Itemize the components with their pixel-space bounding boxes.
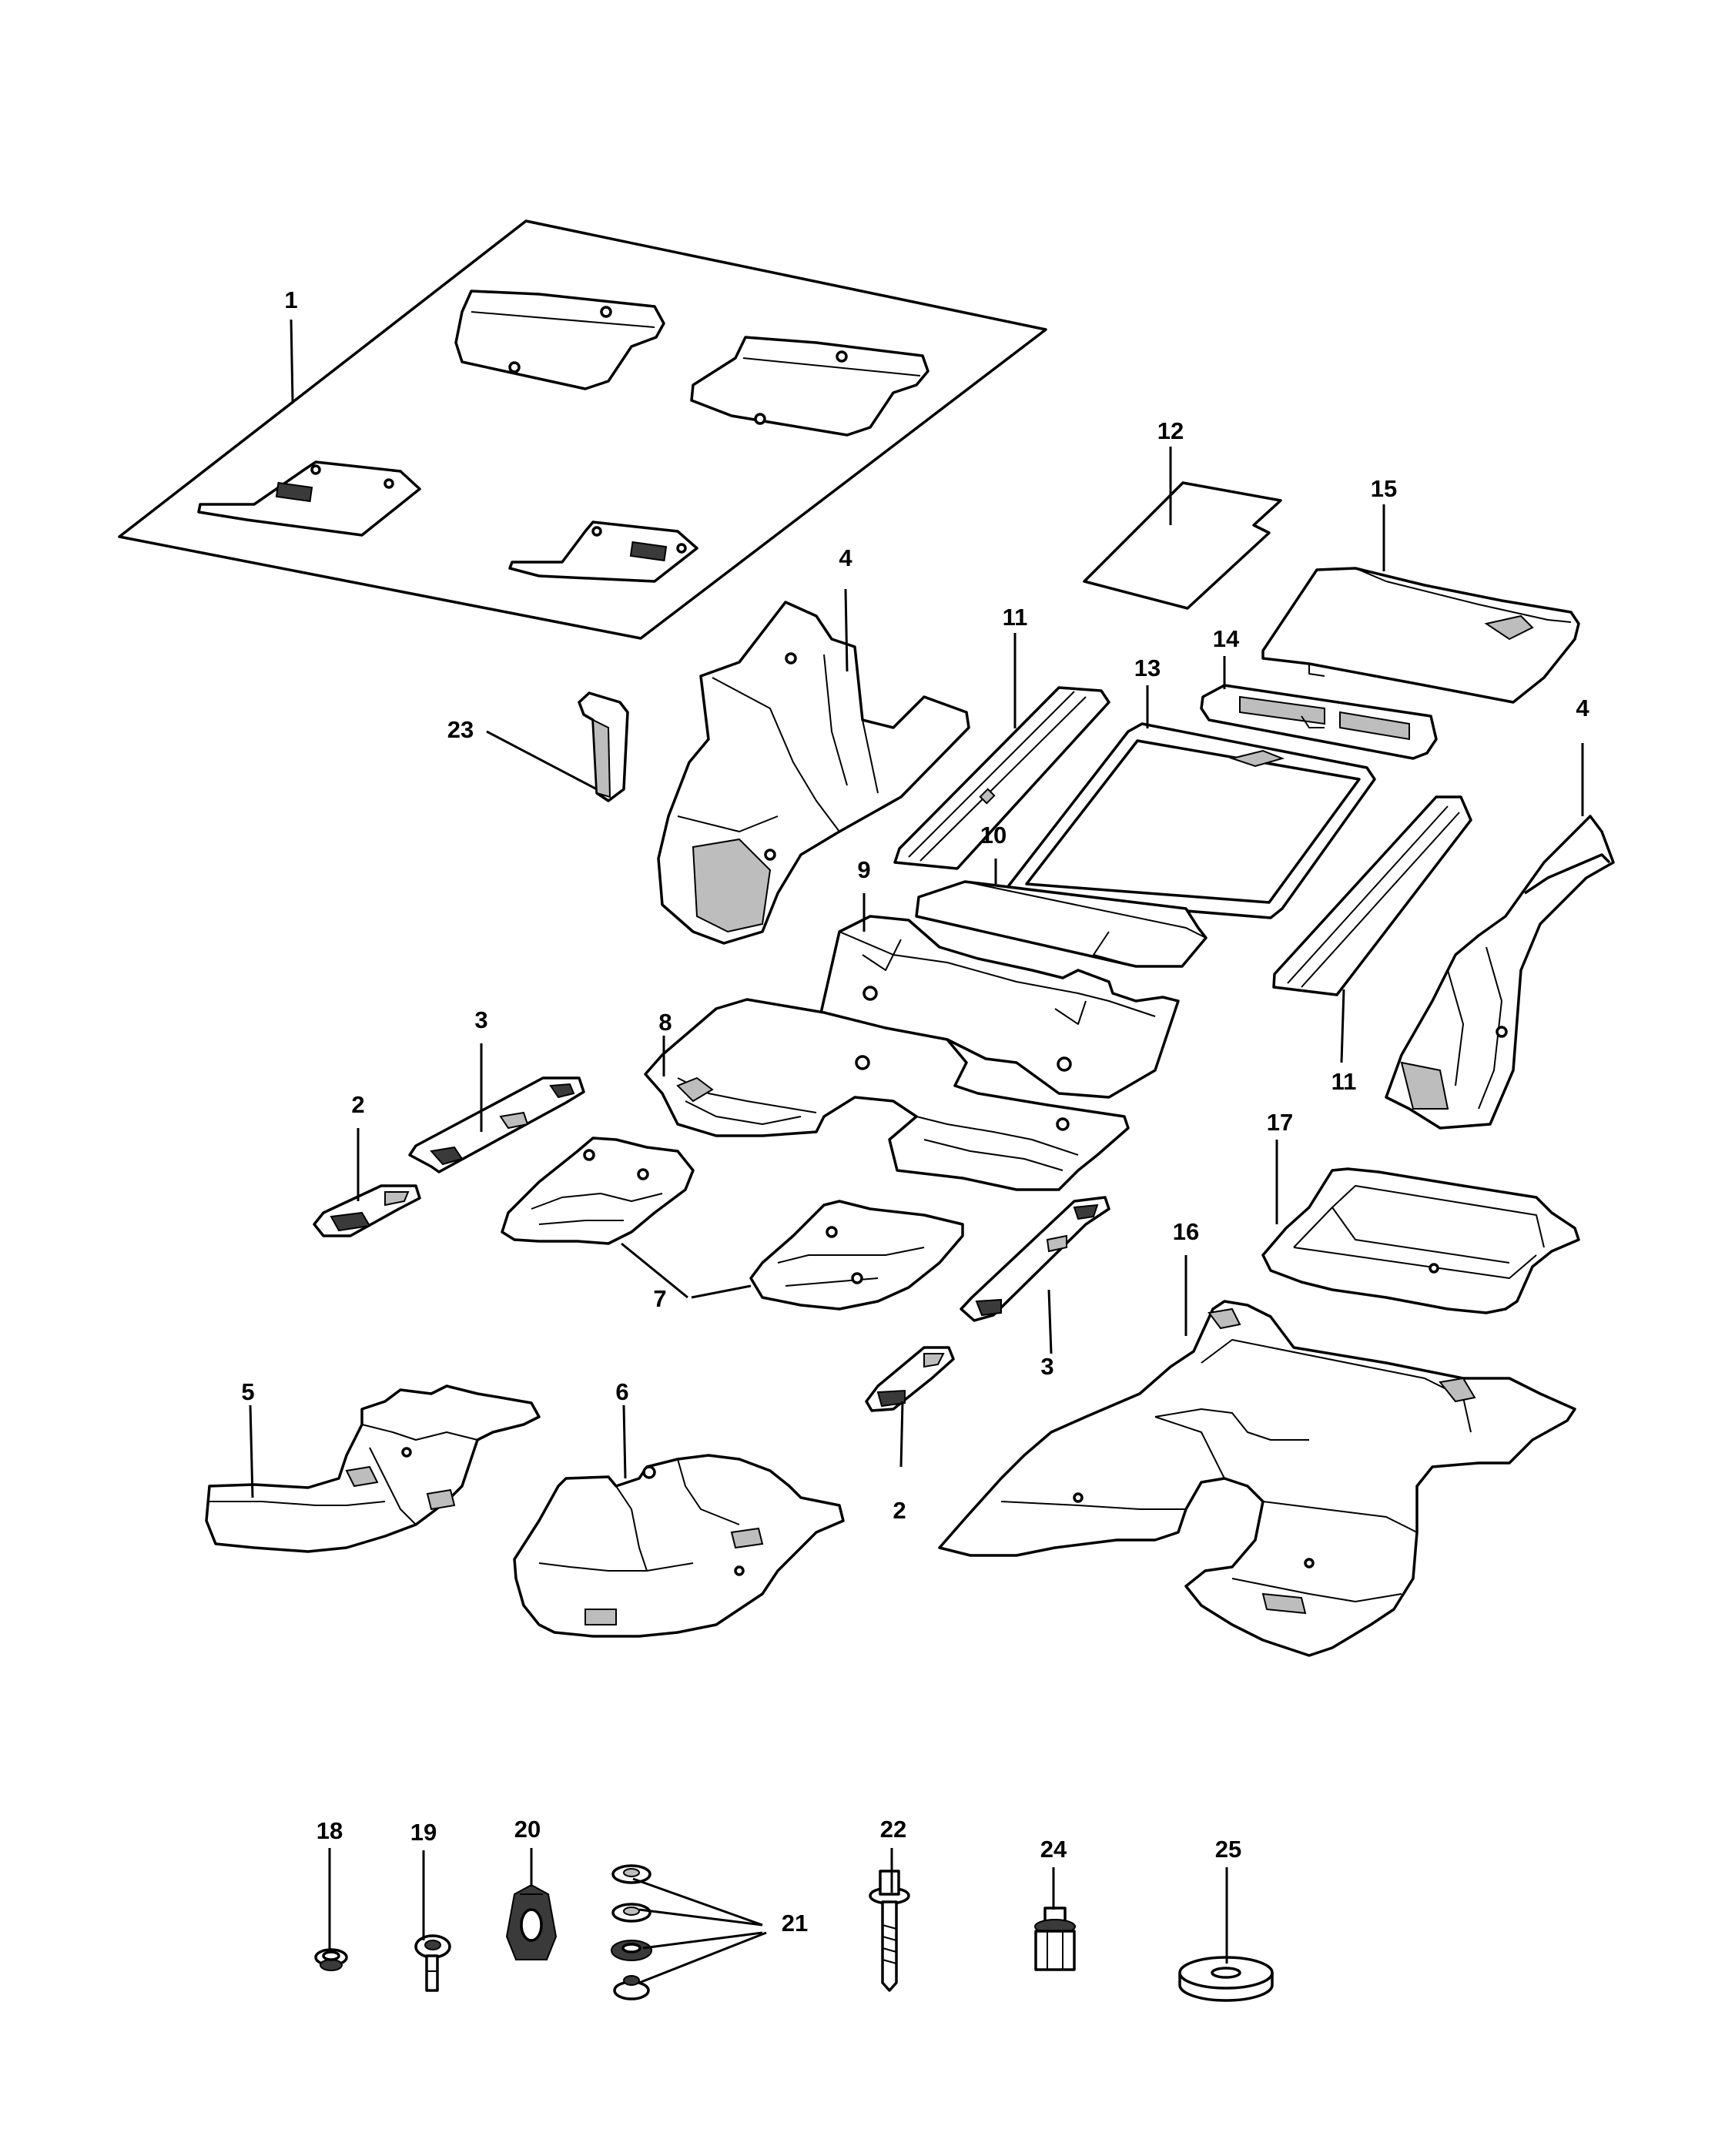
part-23-block	[578, 691, 629, 802]
callout-11-lower: 11	[1331, 1068, 1357, 1095]
part-16-rear-floor-insulator	[938, 1300, 1576, 1657]
callout-17: 17	[1267, 1109, 1293, 1136]
part-9-insulator	[819, 915, 1180, 1099]
callout-16: 16	[1173, 1218, 1199, 1245]
callout-6: 6	[615, 1378, 628, 1405]
part-3-lower-bracket	[960, 1196, 1110, 1322]
part-11-lower-sill-strip	[1272, 795, 1472, 996]
callout-11-upper: 11	[1003, 604, 1028, 631]
part-5-floor-insulator	[205, 1384, 541, 1553]
leader-lines	[249, 319, 1584, 1984]
part-2-upper-clip	[313, 1184, 421, 1237]
callout-18: 18	[317, 1817, 343, 1844]
callout-labels: 1 2 2 3 3 4 4 5 6 7 8 9 10 11 11 12 13 1…	[241, 286, 1589, 1937]
part-2-lower-clip	[865, 1346, 955, 1412]
part-22-bolt	[869, 1870, 910, 1992]
callout-25: 25	[1215, 1836, 1241, 1863]
part-19-pin-fastener	[414, 1934, 451, 1992]
part-11-upper-sill-strip	[893, 686, 1110, 870]
callout-24: 24	[1040, 1836, 1067, 1863]
part-1-floor-mats	[118, 219, 1047, 640]
part-7-left-pan-insulator	[501, 1137, 695, 1245]
part-25-washer	[1178, 1956, 1274, 2002]
part-6-floor-insulator	[513, 1454, 845, 1638]
part-14-threshold-strip	[1200, 684, 1438, 760]
callout-3-upper: 3	[474, 1006, 487, 1033]
callout-5: 5	[241, 1378, 254, 1405]
callout-8: 8	[658, 1009, 672, 1036]
callout-7: 7	[653, 1285, 666, 1312]
callout-4-left: 4	[839, 544, 852, 571]
callout-22: 22	[880, 1816, 906, 1843]
callout-2-upper: 2	[351, 1091, 364, 1118]
callout-10: 10	[980, 822, 1007, 849]
callout-2-lower: 2	[893, 1497, 906, 1524]
callout-1: 1	[284, 286, 297, 313]
part-3-upper-bracket	[408, 1076, 585, 1173]
part-7-right-pan-insulator	[749, 1200, 964, 1311]
callout-15: 15	[1371, 475, 1397, 502]
part-10-pad	[915, 880, 1208, 968]
callout-12: 12	[1157, 417, 1184, 444]
callout-3-lower: 3	[1040, 1353, 1053, 1380]
callout-9: 9	[857, 856, 870, 883]
part-20-plug	[505, 1883, 558, 1960]
callout-19: 19	[410, 1819, 437, 1846]
callout-13: 13	[1134, 654, 1161, 681]
part-24-nut	[1034, 1907, 1076, 1971]
part-4-right-side-panel	[1385, 815, 1615, 1130]
callout-20: 20	[514, 1816, 541, 1843]
part-17-tray	[1261, 1167, 1580, 1314]
part-8-floor-silencer	[644, 998, 1130, 1191]
part-21-grommets	[611, 1864, 652, 2000]
part-4-left-side-panel	[657, 601, 970, 945]
part-15-cargo-cover	[1261, 567, 1580, 704]
part-12-sheet	[1083, 481, 1282, 610]
callout-21: 21	[782, 1910, 808, 1937]
callout-4-right: 4	[1576, 695, 1589, 721]
part-18-push-nut	[314, 1948, 348, 1971]
callout-14: 14	[1213, 625, 1240, 652]
part-13-load-floor-panel	[1007, 722, 1376, 919]
callout-23: 23	[447, 716, 474, 743]
